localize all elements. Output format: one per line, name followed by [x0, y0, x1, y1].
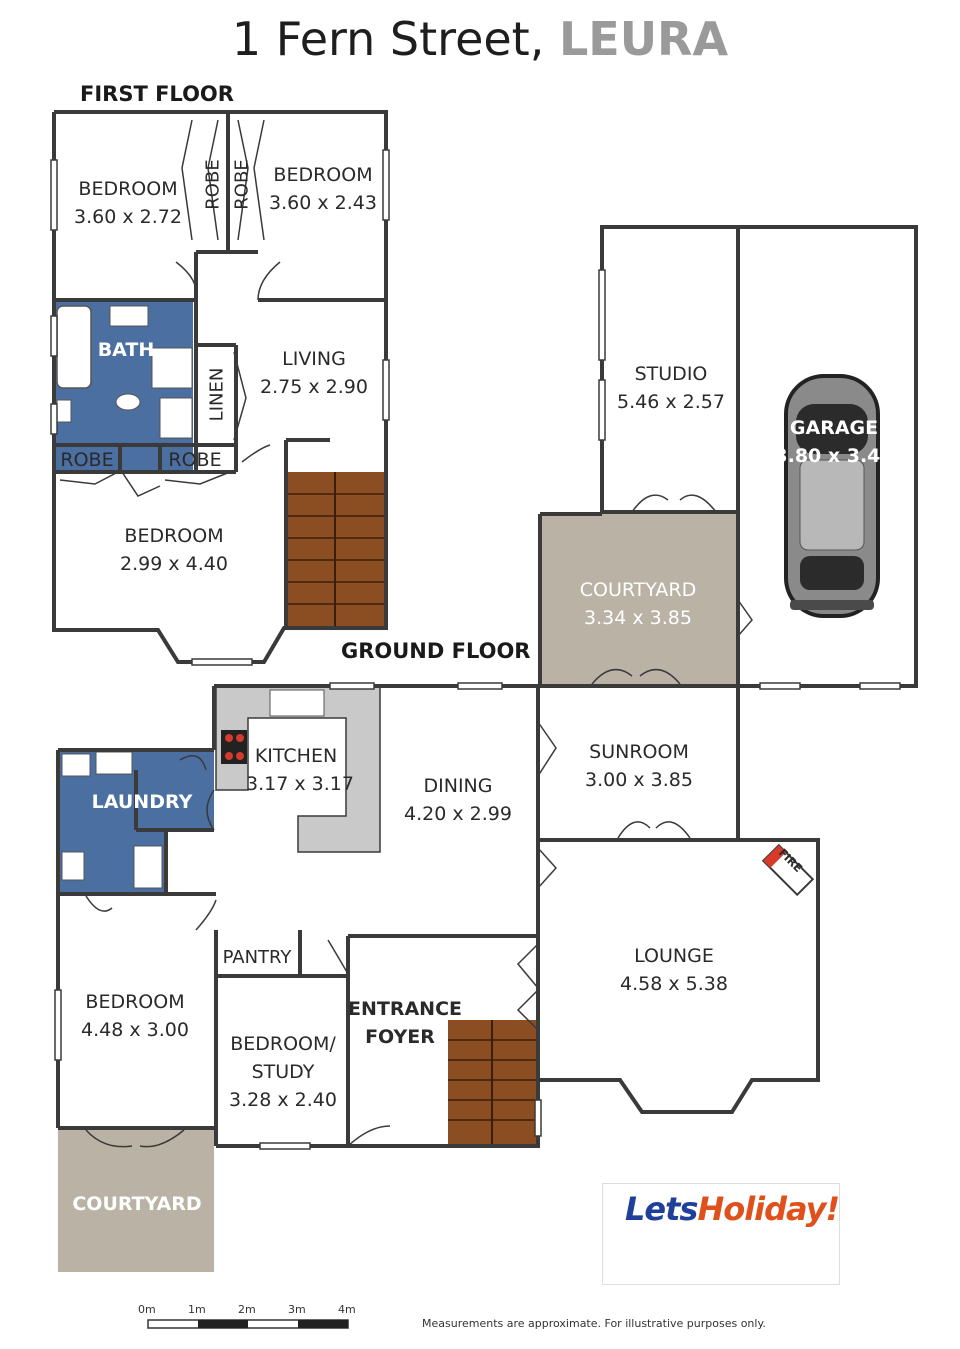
room-pantry: PANTRY — [222, 947, 292, 968]
room-entrance-foyer: ENTRANCE FOYER — [348, 995, 462, 1051]
room-dims: 2.99 x 4.40 — [120, 553, 228, 575]
logo-text-lets: Lets — [625, 1190, 698, 1228]
room-dining: DINING 4.20 x 2.99 — [392, 772, 524, 828]
room-dims: 3.00 x 3.85 — [585, 769, 693, 791]
ground-floor-label: GROUND FLOOR — [341, 639, 531, 663]
room-living: LIVING 2.75 x 2.90 — [250, 345, 378, 401]
room-name: STUDIO — [634, 363, 708, 385]
room-garage: GARAGE 3.80 x 3.43 — [772, 414, 896, 470]
room-dims: 3.28 x 2.40 — [229, 1089, 337, 1111]
ground-floor-doors — [85, 721, 691, 1148]
room-dims: 5.46 x 2.57 — [617, 391, 725, 413]
room-courtyard-lower: COURTYARD — [72, 1193, 202, 1215]
kitchen-bench — [215, 685, 381, 853]
room-courtyard-upper: COURTYARD 3.34 x 3.85 — [546, 576, 730, 632]
first-floor-label: FIRST FLOOR — [80, 82, 234, 106]
room-name: BEDROOM — [85, 991, 185, 1013]
studio-windows — [598, 269, 901, 690]
room-sunroom: SUNROOM 3.00 x 3.85 — [566, 738, 712, 794]
room-bedroom-2: BEDROOM 3.60 x 2.43 — [262, 161, 384, 217]
room-name: SUNROOM — [589, 741, 689, 763]
scale-tick-2: 2m — [238, 1303, 256, 1316]
room-kitchen: KITCHEN 3.17 x 3.17 — [246, 742, 354, 798]
room-name: BEDROOM — [78, 178, 178, 200]
room-name: KITCHEN — [254, 745, 338, 767]
room-name-line1: BEDROOM/ — [230, 1033, 336, 1055]
room-lounge: LOUNGE 4.58 x 5.38 — [604, 942, 744, 998]
room-laundry: LAUNDRY — [91, 791, 193, 813]
room-name-line2: STUDY — [251, 1061, 315, 1083]
courtyard-lower-fill — [58, 1128, 214, 1272]
room-name: GARAGE — [789, 417, 879, 439]
room-dims: 4.58 x 5.38 — [620, 973, 728, 995]
room-name-line2: FOYER — [365, 1026, 435, 1048]
disclaimer-note: Measurements are approximate. For illust… — [422, 1317, 766, 1330]
linen-label: LINEN — [206, 367, 228, 422]
room-bedroom-study: BEDROOM/ STUDY 3.28 x 2.40 — [220, 1030, 346, 1114]
robe-label-3: ROBE — [60, 449, 114, 471]
first-floor-windows — [50, 149, 390, 666]
robe-label-2: ROBE — [231, 159, 253, 210]
ground-floor-walls — [56, 684, 820, 1148]
first-floor-doors — [59, 119, 281, 497]
letsholiday-logo: LetsHoliday! — [602, 1183, 840, 1285]
scale-tick-0: 0m — [138, 1303, 156, 1316]
scale-tick-1: 1m — [188, 1303, 206, 1316]
room-studio: STUDIO 5.46 x 2.57 — [604, 360, 738, 416]
scale-tick-3: 3m — [288, 1303, 306, 1316]
logo-text-holiday: Holiday! — [697, 1190, 840, 1228]
room-name: BEDROOM — [273, 164, 373, 186]
room-dims: 3.60 x 2.43 — [269, 192, 377, 214]
ground-floor-windows — [54, 682, 542, 1150]
room-name: DINING — [423, 775, 493, 797]
stairs-ground-floor — [448, 1020, 536, 1144]
room-name: COURTYARD — [579, 579, 697, 601]
room-dims: 4.48 x 3.00 — [81, 1019, 189, 1041]
studio-doors — [591, 494, 753, 685]
room-name: LOUNGE — [634, 945, 714, 967]
scale-tick-4: 4m — [338, 1303, 356, 1316]
room-name: LIVING — [282, 348, 346, 370]
room-name-line1: ENTRANCE — [348, 998, 462, 1020]
stairs-first-floor — [286, 472, 384, 628]
scale-bar — [147, 1319, 349, 1329]
room-bedroom-3: BEDROOM 2.99 x 4.40 — [104, 522, 244, 578]
room-dims: 3.80 x 3.43 — [774, 445, 894, 467]
car-icon — [784, 374, 880, 618]
title-street: 1 Fern Street, — [231, 12, 545, 66]
room-dims: 4.20 x 2.99 — [404, 803, 512, 825]
page-title: 1 Fern Street, LEURA — [0, 12, 960, 66]
room-dims: 3.34 x 3.85 — [584, 607, 692, 629]
robe-label-1: ROBE — [202, 159, 224, 210]
room-name: BEDROOM — [124, 525, 224, 547]
logo-text: LetsHoliday! — [625, 1190, 839, 1228]
fireplace-icon — [761, 843, 815, 897]
room-dims: 2.75 x 2.90 — [260, 376, 368, 398]
room-bedroom-1: BEDROOM 3.60 x 2.72 — [62, 175, 194, 231]
title-city: LEURA — [558, 12, 729, 66]
room-dims: 3.17 x 3.17 — [246, 773, 354, 795]
room-dims: 3.60 x 2.72 — [74, 206, 182, 228]
courtyard-upper-fill — [540, 514, 736, 686]
room-bedroom-4: BEDROOM 4.48 x 3.00 — [66, 988, 204, 1044]
room-bath: BATH — [97, 339, 155, 361]
robe-label-4: ROBE — [168, 449, 222, 471]
